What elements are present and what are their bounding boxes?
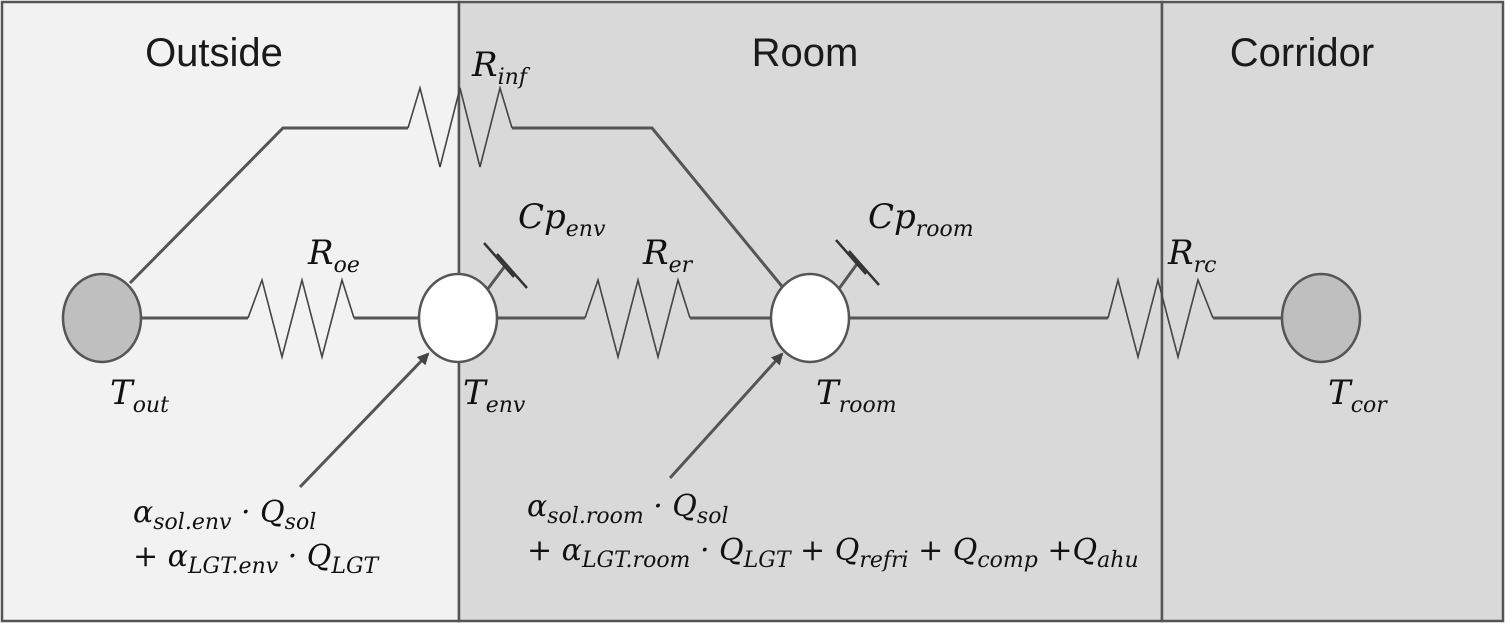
heat-arrow-room: [668, 352, 784, 480]
heat-arrow-env: [298, 352, 430, 489]
capacitor-cp-env: [483, 242, 528, 291]
label-r-oe: Roe: [307, 233, 360, 278]
node-t-cor: [1280, 272, 1362, 364]
heat-room-line1: αsol.room · Qsol: [527, 489, 728, 529]
capacitor-cp-room: [835, 239, 880, 291]
label-t-room: Troom: [816, 373, 897, 418]
node-t-env: [417, 272, 499, 364]
zone-label-room: Room: [752, 31, 859, 75]
label-t-env: Tenv: [463, 373, 526, 418]
resistor-r-er: [584, 276, 691, 361]
label-r-rc: Rrc: [1167, 233, 1216, 278]
label-r-er: Rer: [642, 233, 694, 278]
label-t-cor: Tcor: [1328, 373, 1388, 418]
heat-env-line1: αsol.env · Qsol: [133, 495, 316, 535]
node-t-room: [769, 272, 851, 364]
zone-label-outside: Outside: [145, 31, 283, 75]
label-cp-env: Cpenv: [518, 197, 606, 242]
resistor-r-oe: [247, 276, 355, 361]
zone-label-corridor: Corridor: [1230, 31, 1374, 75]
resistor-r-rc: [1107, 276, 1214, 361]
label-cp-room: Cproom: [868, 197, 974, 242]
heat-room-line2: + αLGT.room · QLGT + Qrefri + Qcomp +Qah…: [527, 533, 1139, 573]
resistor-r-inf: [407, 84, 513, 168]
label-r-inf: Rinf: [471, 45, 531, 90]
label-t-out: Tout: [110, 373, 169, 418]
heat-env-line2: + αLGT.env · QLGT: [133, 539, 381, 579]
infiltration-wire: [128, 126, 787, 291]
node-t-out: [61, 272, 143, 364]
